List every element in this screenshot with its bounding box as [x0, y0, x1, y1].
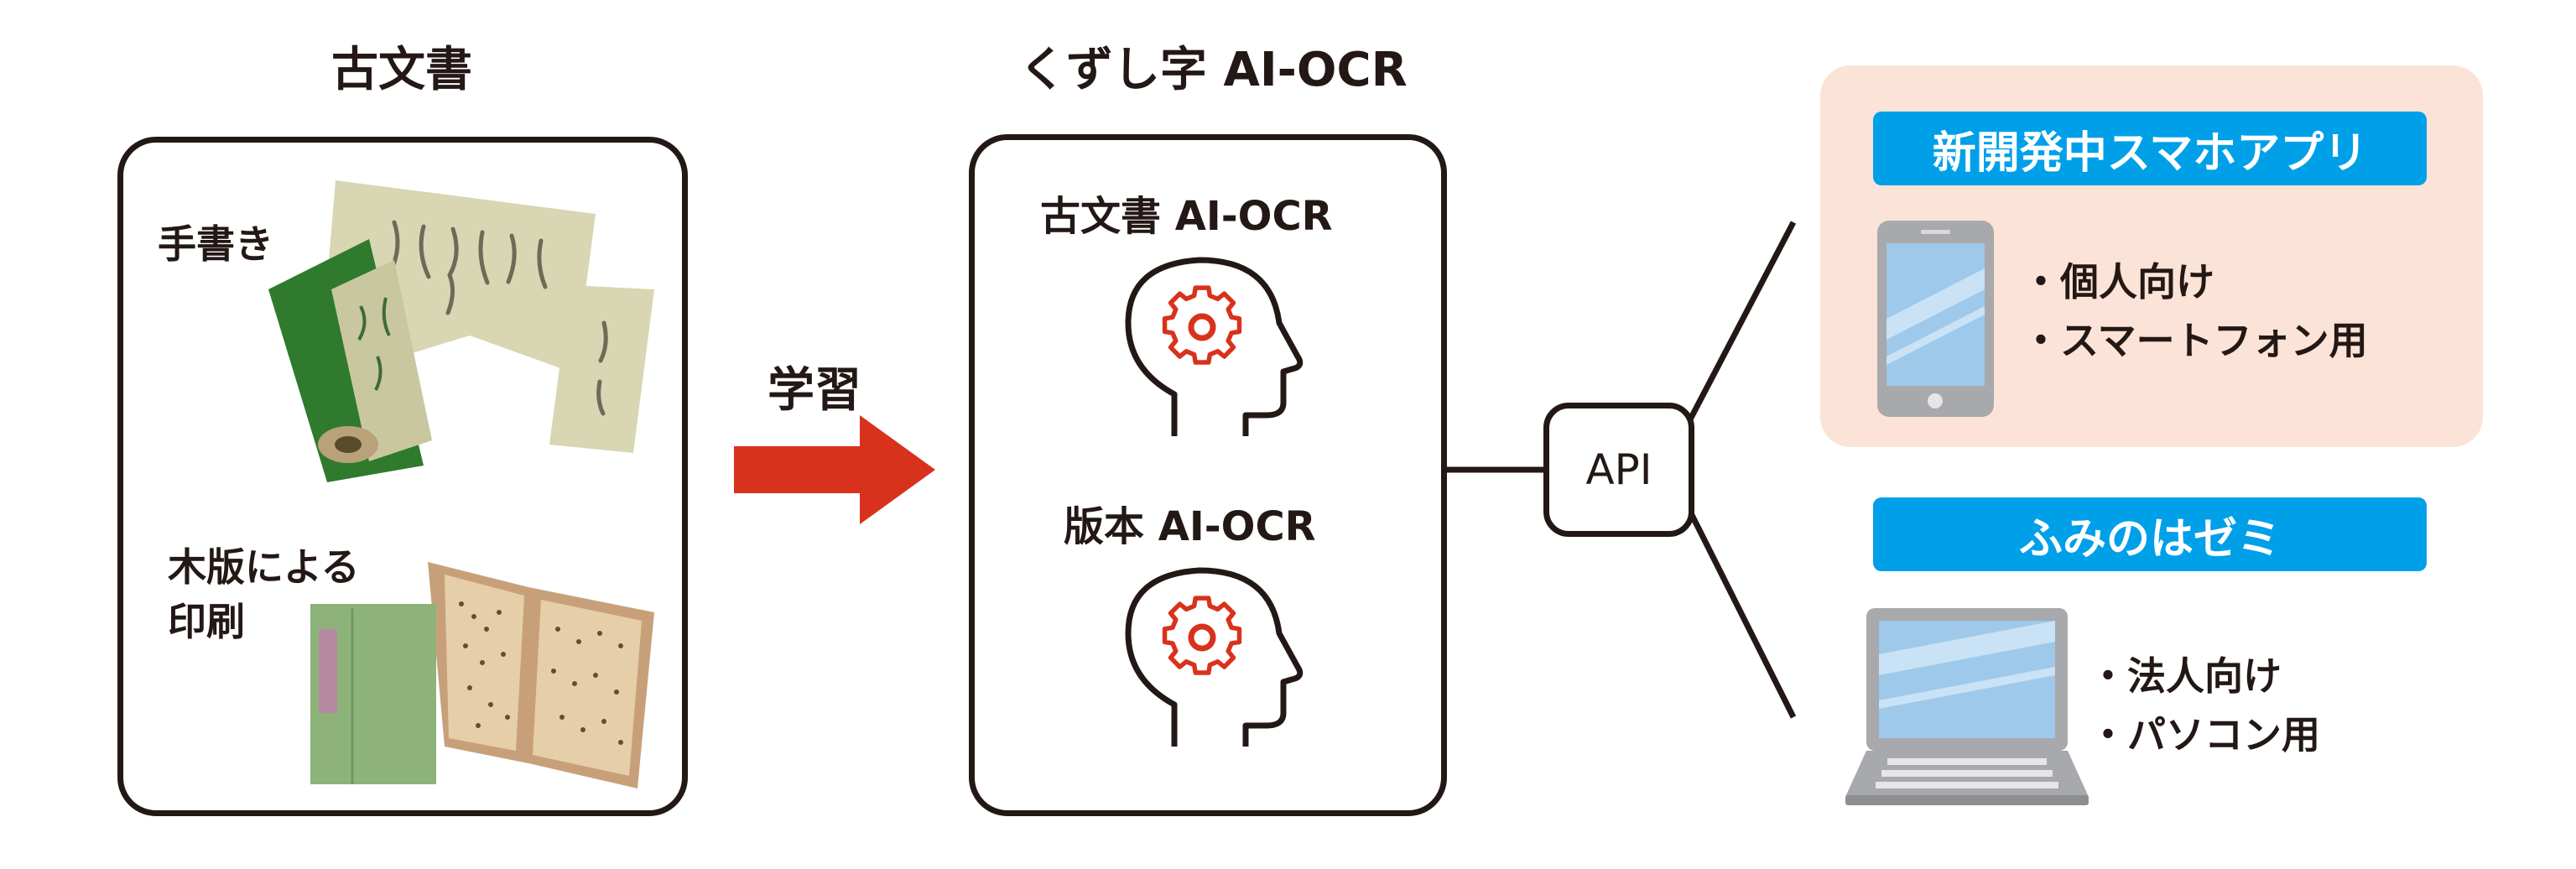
- left-panel-title: 古文書: [331, 43, 472, 97]
- smartphone-icon: [1877, 221, 1994, 417]
- zemi-bullet-1: ・法人向け: [2089, 653, 2282, 699]
- arrow-right-icon: [734, 415, 935, 524]
- center-panel-title: くずし字 AI-OCR: [1019, 43, 1408, 97]
- app-bullet-2: ・スマートフォン用: [2022, 318, 2368, 363]
- scroll-icon: [268, 180, 654, 482]
- model1-label: 古文書 AI-OCR: [1040, 193, 1333, 240]
- laptop-icon: [1845, 608, 2089, 805]
- app-box-title: 新開発中スマホアプリ: [1873, 112, 2427, 185]
- app-bullet-1: ・個人向け: [2022, 259, 2214, 304]
- woodblock-book-icon: [310, 562, 654, 788]
- connector-lines: [1447, 221, 1797, 719]
- handwritten-label: 手書き: [158, 221, 273, 267]
- woodblock-label-line1: 木版による: [168, 544, 360, 590]
- api-label: API: [1585, 445, 1652, 494]
- arrow-label: 学習: [768, 363, 861, 418]
- ai-head-gear-icon: [1125, 567, 1304, 747]
- ai-head-gear-icon: [1125, 257, 1304, 436]
- zemi-bullet-2: ・パソコン用: [2089, 712, 2320, 757]
- woodblock-label-line2: 印刷: [168, 599, 245, 644]
- zemi-box-title: ふみのはゼミ: [1873, 497, 2427, 571]
- center-panel: [969, 134, 1447, 816]
- api-box: API: [1543, 403, 1694, 537]
- model2-label: 版本 AI-OCR: [1064, 503, 1316, 550]
